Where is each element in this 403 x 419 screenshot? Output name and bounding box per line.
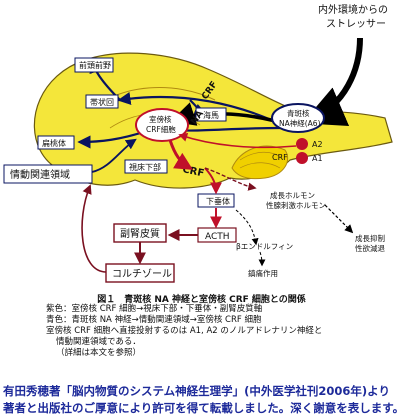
credit-line-2: 著者と出版社のご厚意により許可を得て転載しました。深く謝意を表します。 [3,401,403,415]
hypothalamus-label: 視床下部 [129,162,161,172]
growth-label-1: 成長抑制 [355,233,385,243]
cortisol-box [105,263,175,283]
legend-line-4: 情動関連領域である． [56,337,141,347]
lc-label-2: NA神経(A6) [279,118,321,128]
amygdala-box [37,135,75,150]
credit-text: 有田秀穂著「脳内物質のシステム神経生理学」(中外医学社刊2006年)より 著者と… [3,383,403,417]
credit-line-1: 有田秀穂著「脳内物質のシステム神経生理学」(中外医学社刊2006年)より [3,384,390,398]
acth-label: ACTH [205,232,230,242]
hormones-label-2: 性腺刺激ホルモン [266,200,326,210]
adrenal-label: 副腎皮質 [120,227,160,240]
amygdala-label: 扁桃体 [42,138,66,148]
a2-label: A2 [312,140,323,149]
emotion-box [3,164,93,184]
figure-legend: 紫色：室傍核 CRF 細胞→視床下部・下垂体・副腎皮質軸 青色：青斑核 NA 神… [46,304,322,359]
emotion-label: 情動関連領域 [10,168,70,181]
crf-small-label: CRF [272,153,288,162]
a1-dot [296,152,308,164]
hippocampus-label: 海馬 [203,110,219,120]
analgesia-label: 鎮痛作用 [248,268,278,278]
legend-line-1: 紫色：室傍核 CRF 細胞→視床下部・下垂体・副腎皮質軸 [46,304,263,314]
cingulate-box [85,94,119,109]
lc-label-1: 青斑核 [287,108,310,118]
prefrontal-box [74,57,114,73]
stressor-label-1: 内外環境からの [318,3,388,16]
stressor-label-2: ストレッサー [326,18,386,30]
legend-line-2: 青色：青斑核 NA 神経→情動関連領域→室傍核 CRF 細胞 [46,315,262,325]
pvn-label-1: 室傍核 [149,114,172,124]
figure-caption-title: 図１ 青斑核 NA 神経と室傍核 CRF 細胞との関係 [97,295,306,305]
endorphin-label: βエンドルフィン [236,242,293,251]
hormones-label-1: 成長ホルモン [270,190,315,200]
cortisol-label: コルチゾール [112,268,172,280]
legend-line-5: （詳細は本文を参照） [56,348,142,358]
growth-label-2: 性欲減退 [355,243,385,253]
pvn-circle [135,108,189,142]
prefrontal-label: 前頭前野 [79,60,111,70]
legend-line-3: 室傍核 CRF 細胞へ直接投射するのは A1, A2 のノルアドレナリン神経と [46,326,323,336]
diagram-figure: 内外環境からの ストレッサー 前頭前野 帯状回 海馬 扁桃体 視床下部 下垂体 … [3,3,393,283]
cingulate-label: 帯状回 [90,97,114,107]
pvn-label-2: CRF細胞 [146,124,176,134]
hippocampus-box [195,107,227,122]
hypothalamus-box [124,159,168,174]
lc-circle [271,103,325,133]
a1-label: A1 [312,154,323,163]
pituitary-label: 下垂体 [206,196,230,206]
a2-dot [296,138,308,150]
